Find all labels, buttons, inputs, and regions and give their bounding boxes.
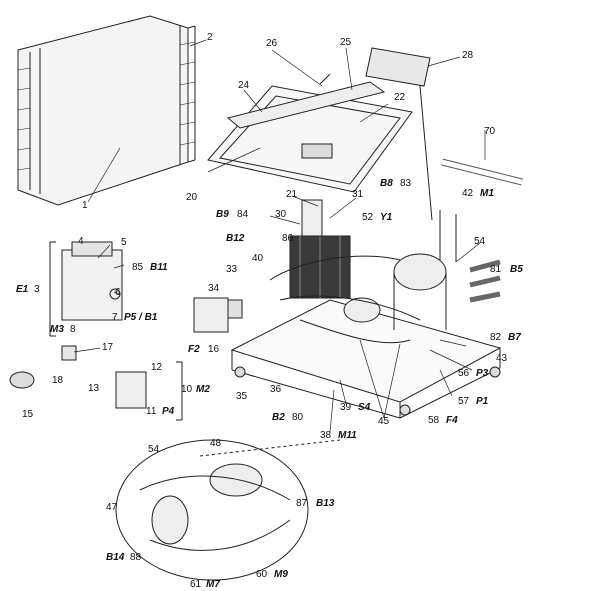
code-label-p1: P1 (476, 396, 489, 407)
part-label-7: 7 (112, 312, 118, 323)
part-label-58: 58 (428, 415, 440, 426)
part-label-81: 81 (490, 264, 502, 275)
part-label-57: 57 (458, 396, 470, 407)
code-label-b12: B12 (226, 233, 245, 244)
part-label-38: 38 (320, 430, 332, 441)
part-label-22: 22 (394, 92, 406, 103)
code-label-s4: S4 (358, 402, 371, 413)
part-label-36: 36 (270, 384, 282, 395)
code-label-m1: M1 (480, 188, 494, 199)
leader-lines (73, 39, 486, 433)
chassis-frame (230, 199, 502, 419)
code-label-y1: Y1 (380, 212, 393, 223)
part-label-26: 26 (266, 38, 278, 49)
part-label-12: 12 (151, 362, 163, 373)
part-label-87: 87 (296, 498, 308, 509)
part-label-83: 83 (400, 178, 412, 189)
detail-magnifier (115, 439, 341, 581)
code-label-f4: F4 (446, 415, 458, 426)
code-label-m11: M11 (338, 430, 357, 441)
part-label-80: 80 (292, 412, 304, 423)
code-label-m7: M7 (206, 579, 220, 590)
code-label-m2: M2 (196, 384, 210, 395)
code-label-b13: B13 (316, 498, 335, 509)
code-label-e1: E1 (16, 284, 29, 295)
part-label-88: 88 (130, 552, 142, 563)
top-cover-tray (207, 47, 433, 221)
code-label-b7: B7 (508, 332, 521, 343)
part-label-31: 31 (352, 189, 364, 200)
code-label-p4: P4 (162, 406, 175, 417)
part-label-3: 3 (34, 284, 40, 295)
code-label-b11: B11 (150, 262, 168, 273)
condenser-coil (17, 15, 196, 206)
code-label-b2: B2 (272, 412, 285, 423)
part-label-2: 2 (207, 32, 213, 43)
part-label-5: 5 (121, 237, 127, 248)
code-label-b8: B8 (380, 178, 393, 189)
part-label-43: 43 (496, 353, 508, 364)
hose (441, 158, 523, 186)
code-label-m9: M9 (274, 569, 288, 580)
part-label-40: 40 (252, 253, 264, 264)
part-label-60: 60 (256, 569, 268, 580)
part-label-15: 15 (22, 409, 34, 420)
part-label-47: 47 (106, 502, 118, 513)
part-label-34: 34 (208, 283, 220, 294)
part-label-13: 13 (88, 383, 100, 394)
part-label-24: 24 (238, 80, 250, 91)
part-label-10: 10 (181, 384, 193, 395)
part-label-82: 82 (490, 332, 502, 343)
part-label-8: 8 (70, 324, 76, 335)
part-label-61: 61 (190, 579, 202, 590)
part-label-56: 56 (458, 368, 470, 379)
part-label-1: 1 (82, 200, 88, 211)
code-label-p5-b1: P5 / B1 (124, 312, 158, 323)
part-label-35: 35 (236, 391, 248, 402)
part-label-25: 25 (340, 37, 352, 48)
code-label-p3: P3 (476, 368, 489, 379)
small-loose-parts (9, 297, 243, 421)
part-label-4: 4 (78, 236, 84, 247)
part-label-20: 20 (186, 192, 198, 203)
part-label-30: 30 (275, 209, 287, 220)
code-label-f2: F2 (188, 344, 200, 355)
part-label-39: 39 (340, 402, 352, 413)
part-label-11: 11 (146, 406, 157, 417)
part-label-16: 16 (208, 344, 220, 355)
part-label-52: 52 (362, 212, 374, 223)
part-label-18: 18 (52, 375, 64, 386)
part-label-28: 28 (462, 50, 474, 61)
part-label-85: 85 (132, 262, 144, 273)
code-label-m3: M3 (50, 324, 64, 335)
code-label-b14: B14 (106, 552, 125, 563)
part-label-48: 48 (210, 438, 222, 449)
code-label-b9: B9 (216, 209, 229, 220)
part-label-21: 21 (286, 189, 298, 200)
part-label-86: 86 (282, 233, 294, 244)
part-label-42: 42 (462, 188, 474, 199)
code-label-b5: B5 (510, 264, 523, 275)
part-label-54: 54 (474, 236, 486, 247)
part-label-6: 6 (115, 287, 121, 298)
part-label-70: 70 (484, 126, 496, 137)
part-label-54-detail: 54 (148, 444, 160, 455)
part-label-45: 45 (378, 416, 390, 427)
control-unit-assembly (49, 241, 123, 337)
part-label-33: 33 (226, 264, 238, 275)
part-label-17: 17 (102, 342, 114, 353)
part-label-84: 84 (237, 209, 249, 220)
